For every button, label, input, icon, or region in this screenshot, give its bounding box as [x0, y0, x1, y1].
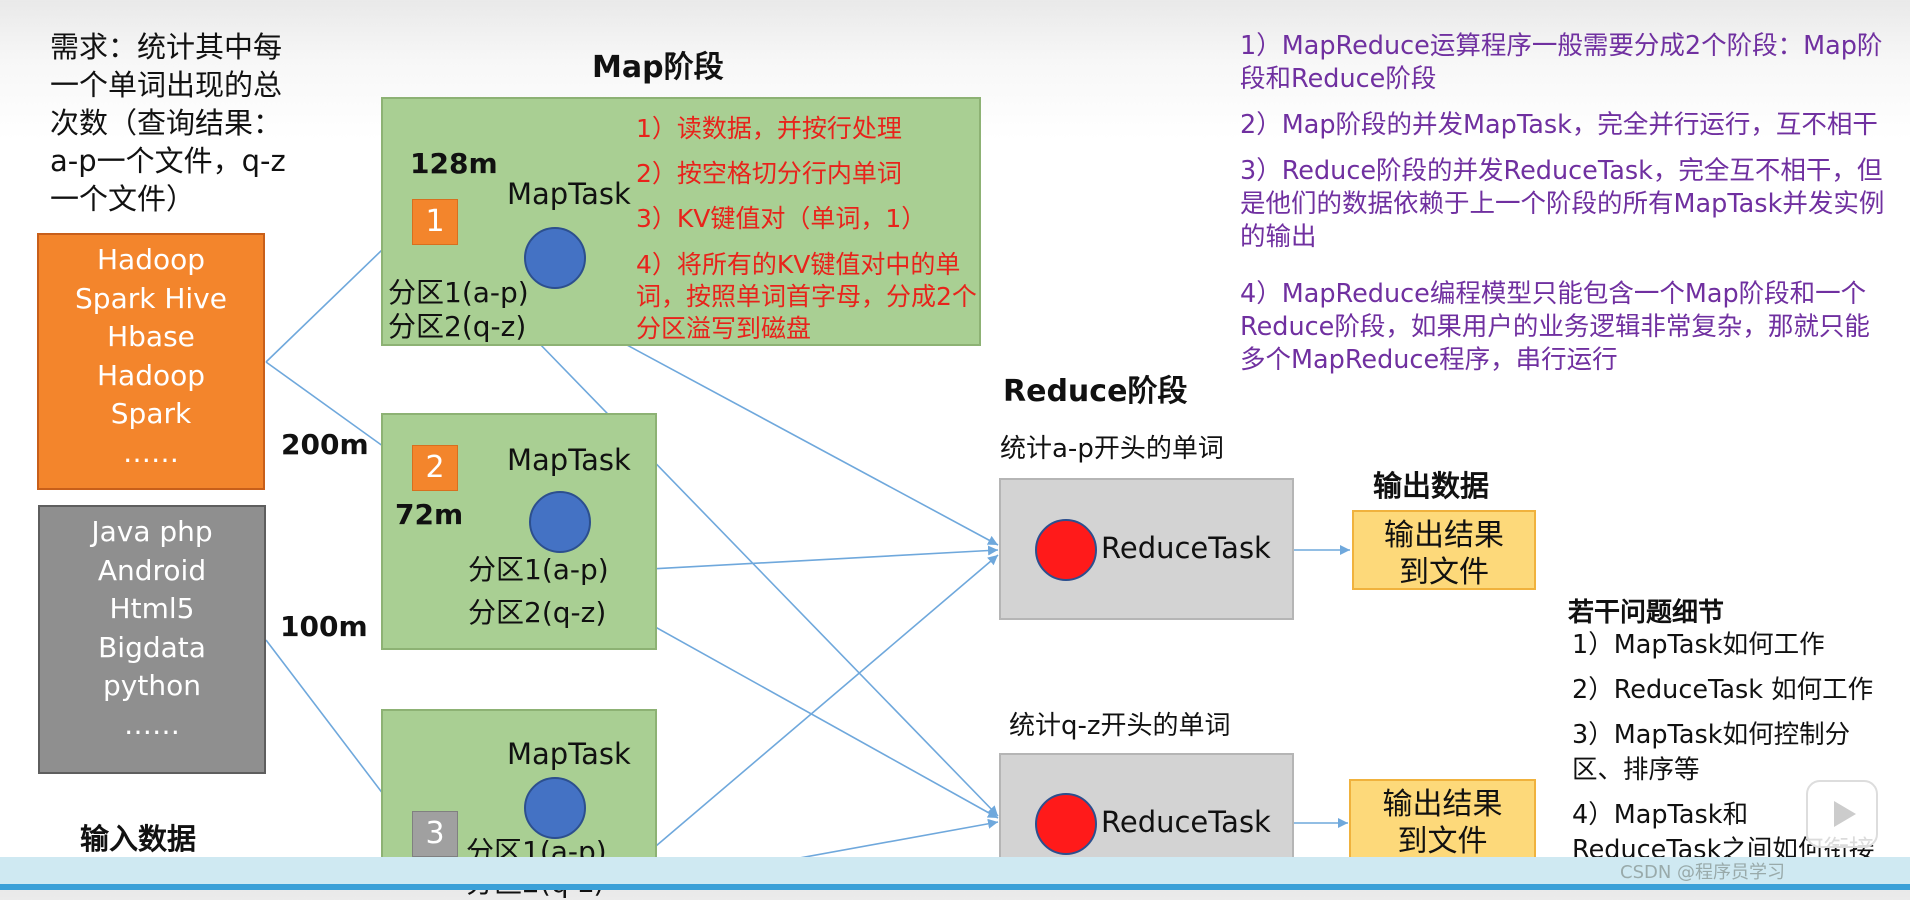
note-1: 1）MapReduce运算程序一般需要分成2个阶段：Map阶段和Reduce阶段 [1240, 31, 1883, 94]
reduce-1-description: 统计a-p开头的单词 [1000, 434, 1224, 464]
split-1-size: 128m [410, 147, 498, 180]
map-stage-title: Map阶段 [592, 50, 724, 85]
note-3: 3）Reduce阶段的并发ReduceTask，完全互不相干，但是他们的数据依赖… [1240, 156, 1885, 252]
output-file-1: 输出结果 到文件 [1352, 510, 1536, 590]
output-line: 输出结果 [1384, 518, 1504, 553]
note-2: 2）Map阶段的并发MapTask，完全并行运行，互不相干 [1240, 110, 1878, 140]
maptask-1-circle [524, 227, 586, 289]
requirement-line: 一个文件） [50, 182, 196, 216]
maptask-2-circle [529, 491, 591, 553]
detail-item-4a: 4）MapTask和 [1572, 800, 1749, 830]
reducetask-2-circle [1035, 793, 1097, 855]
file2-size-label: 100m [280, 610, 368, 643]
map-step-1: 1）读数据，并按行处理 [636, 114, 902, 143]
maptask-2-box [381, 413, 657, 650]
maptask-2-label: MapTask [507, 443, 631, 477]
note-4: 4）MapReduce编程模型只能包含一个Map阶段和一个Reduce阶段，如果… [1240, 279, 1870, 375]
play-icon[interactable] [1806, 780, 1878, 848]
reduce-2-description: 统计q-z开头的单词 [1009, 711, 1231, 741]
maptask-1-box [381, 97, 981, 346]
map-step-2: 2）按空格切分行内单词 [636, 159, 902, 188]
maptask-2-partition-1: 分区1(a-p) [468, 553, 609, 586]
maptask-1-label: MapTask [507, 177, 631, 211]
map-steps: 1）读数据，并按行处理 2）按空格切分行内单词 3）KV键值对（单词，1） 4）… [636, 106, 984, 345]
file1-line: Spark Hive [75, 281, 227, 315]
requirement-line: a-p一个文件，q-z [50, 144, 286, 178]
input-file-2: Java php Android Html5 Bigdata python …… [38, 505, 266, 774]
file1-line: Hbase [107, 320, 195, 353]
reducetask-1-circle [1035, 519, 1097, 581]
watermark-text: CSDN @程序员学习 [1620, 862, 1786, 883]
input-file-1: Hadoop Spark Hive Hbase Hadoop Spark …… [37, 233, 265, 490]
map-step-3: 3）KV键值对（单词，1） [636, 204, 927, 233]
file2-line: Android [97, 553, 207, 587]
map-step-4: 4）将所有的KV键值对中的单词，按照单词首字母，分成2个分区溢写到磁盘 [636, 250, 977, 343]
maptask-1-partition-2: 分区2(q-z) [388, 310, 527, 343]
arrow-map2p2-reduce2 [631, 613, 999, 819]
requirement-line: 次数（查询结果： [50, 106, 283, 140]
output-data-title: 输出数据 [1373, 469, 1490, 503]
file1-line: Hadoop [96, 243, 206, 276]
split-2-badge: 2 [412, 445, 458, 491]
bottom-progress-line [0, 884, 1910, 890]
maptask-2-partition-2: 分区2(q-z) [468, 596, 607, 629]
output-line: 到文件 [1397, 824, 1488, 859]
details-title: 若干问题细节 [1568, 598, 1725, 628]
split-2-size: 72m [395, 498, 464, 531]
split-3-badge: 3 [412, 811, 458, 857]
requirement-text: 需求：统计其中每 一个单词出现的总 次数（查询结果： a-p一个文件，q-z 一… [50, 28, 330, 218]
file1-line: …… [123, 435, 179, 469]
file1-line: Hadoop [96, 358, 206, 392]
reducetask-1-label: ReduceTask [1101, 531, 1271, 565]
output-line: 输出结果 [1382, 787, 1503, 822]
maptask-1-partition-1: 分区1(a-p) [388, 276, 529, 309]
output-line: 到文件 [1399, 555, 1489, 590]
file2-line: python [103, 669, 201, 702]
mapreduce-notes: 1）MapReduce运算程序一般需要分成2个阶段：Map阶段和Reduce阶段… [1240, 30, 1890, 390]
output-file-2: 输出结果 到文件 [1349, 779, 1536, 864]
file1-size-label: 200m [281, 428, 369, 461]
requirement-line: 需求：统计其中每 [50, 30, 283, 64]
file2-line: Html5 [109, 592, 195, 625]
input-data-title: 输入数据 [80, 822, 197, 856]
reducetask-2-label: ReduceTask [1101, 805, 1271, 839]
detail-item-2: 2）ReduceTask 如何工作 [1572, 675, 1874, 705]
arrow-map3p1-reduce1 [655, 554, 999, 847]
detail-item-3a: 3）MapTask如何控制分 [1572, 720, 1851, 750]
split-1-badge: 1 [412, 199, 458, 245]
file2-line: Bigdata [98, 630, 206, 664]
arrow-map2p1-reduce1 [631, 545, 999, 571]
file2-line: Java php [91, 515, 213, 548]
detail-item-3b: 区、排序等 [1572, 755, 1700, 785]
file1-line: Spark [110, 397, 192, 430]
maptask-3-label: MapTask [507, 737, 631, 771]
detail-item-1: 1）MapTask如何工作 [1572, 630, 1825, 660]
reduce-stage-title: Reduce阶段 [1003, 374, 1188, 409]
maptask-3-circle [524, 777, 586, 839]
file2-line: …… [124, 707, 180, 741]
requirement-line: 一个单词出现的总 [50, 68, 283, 102]
